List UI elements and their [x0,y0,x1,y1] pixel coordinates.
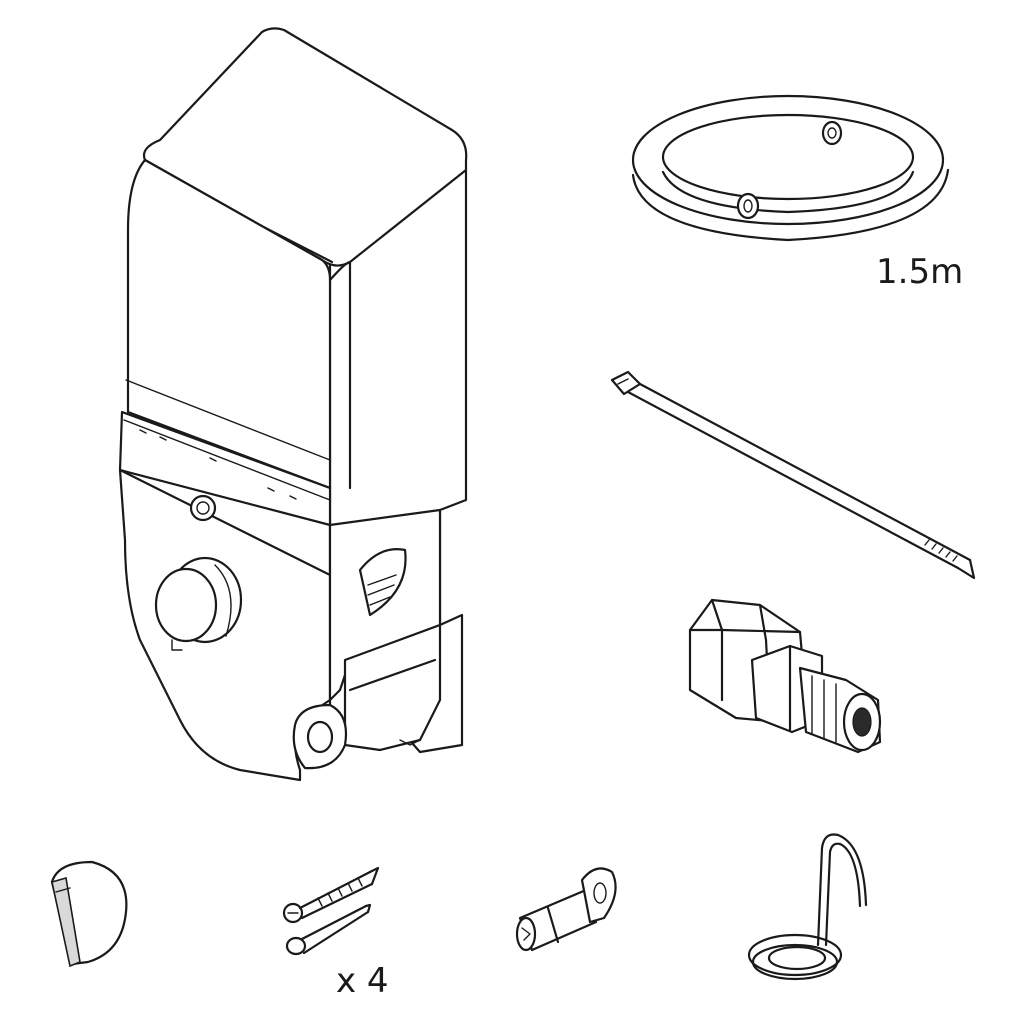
screw-quantity-label: x 4 [336,961,389,1001]
hose-length-label: 1.5m [876,252,963,292]
rotary-knob [154,556,243,651]
hose-fitting [688,598,882,754]
hose-coil [631,94,950,242]
screw-and-plug [282,866,380,956]
connector-sleeve [515,867,617,952]
cable-tie [610,370,976,580]
spring-clip [747,833,868,981]
main-unit [118,27,468,782]
end-cap [50,860,128,968]
